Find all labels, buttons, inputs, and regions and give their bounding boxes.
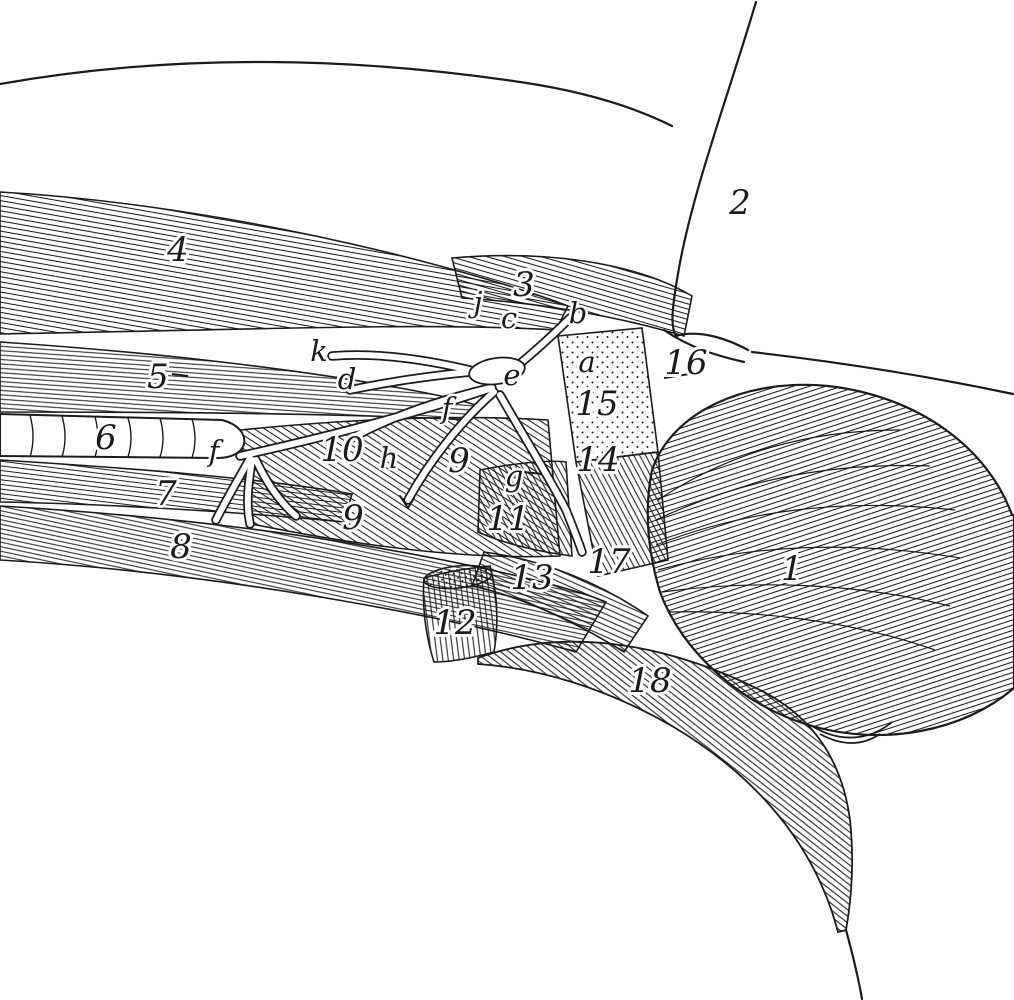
muscle-12-cut-surface [423,564,493,590]
leader-ticks [171,371,703,475]
label-5: 5 [147,357,169,397]
label-k: k [310,334,328,368]
label-10: 10 [320,430,363,470]
label-4: 4 [166,230,189,270]
shoulder-mass-1 [646,383,1014,736]
shoulder-top-contour [750,350,1014,396]
label-8: 8 [170,527,192,567]
label-g: g [505,459,524,493]
shoulder-mass-fibres [655,429,961,651]
label-3: 3 [513,265,535,305]
label-c: c [501,301,517,335]
label-2: 2 [728,183,751,223]
neck-top-contour [0,60,674,128]
muscle-3-band [450,254,693,338]
label-a: a [578,345,595,379]
nerve-ganglion-patch [468,356,526,386]
trachea-band [0,412,246,460]
label-14: 14 [576,440,619,480]
label-13: 13 [510,558,553,598]
label-11: 11 [486,499,529,539]
label-b: b [569,296,588,330]
lower-body-contour [844,928,864,1000]
label-h: h [380,441,399,475]
arrow-mark [399,495,415,509]
label-d: d [338,362,357,396]
trachea-segments [29,414,196,459]
label-9-upper: 9 [448,441,470,481]
number-labels: 1 2 3 4 5 6 7 8 9 9 10 11 12 13 14 15 16… [92,180,806,704]
muscle-13-band [470,551,650,654]
nerve-plexus [211,313,587,557]
label-16: 16 [664,343,707,383]
label-e: e [503,358,520,392]
label-15: 15 [575,384,618,424]
label-18: 18 [628,661,671,701]
muscle-18-fan [477,640,853,934]
jaw-contour [671,0,758,338]
label-1: 1 [781,549,803,589]
label-6: 6 [95,418,117,458]
label-17: 17 [587,542,631,582]
jaw-hook-lower [662,328,746,364]
skin-fold [811,721,893,744]
label-7: 7 [155,474,177,514]
label-12: 12 [433,603,476,643]
label-9-lower: 9 [342,498,364,538]
